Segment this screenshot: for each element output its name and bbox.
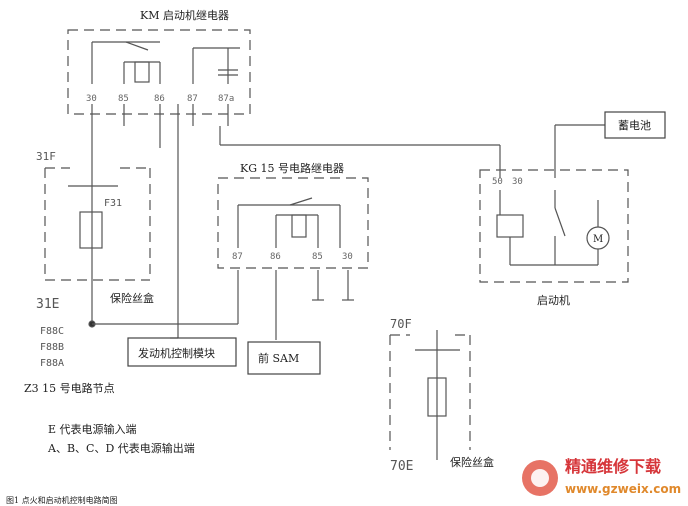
kg-pin: 85 [312,252,323,262]
engine-module-label: 发动机控制模块 [138,346,215,360]
starter-label: 启动机 [537,293,570,307]
right-fuse-box-label: 保险丝盒 [450,455,494,469]
kg-pin: 30 [342,252,353,262]
right-fuse-top-label: 70F [390,317,412,331]
km-relay-label: KM 启动机继电器 [140,8,229,22]
front-sam-box [247,341,321,375]
z3-fragment: F88A [40,358,64,369]
kg-relay-label: KG 15 号电路继电器 [240,162,344,175]
left-fuse-box-label: 保险丝盒 [110,291,154,305]
watermark-url: www.gzweix.com [565,482,681,496]
left-fuse-box [44,167,151,281]
starter-pin: 30 [512,177,523,187]
right-fuse-box [389,334,471,450]
left-fuse-bottom-label: 31E [36,297,59,312]
watermark: 精通维修下载 www.gzweix.com [522,457,681,496]
kg-relay-box [217,177,369,269]
legend-e: E 代表电源输入端 [48,422,137,436]
legend-abcd: A、B、C、D 代表电源输出端 [47,441,195,455]
kg-pin: 87 [232,252,243,262]
battery-label: 蓄电池 [618,119,651,132]
z3-fragment: F88B [40,342,64,353]
legend-z3: Z3 15 号电路节点 [24,382,115,395]
kg-coil [291,214,307,238]
engine-module-box [127,337,237,367]
km-coil [134,61,150,83]
motor-label: M [593,234,603,245]
km-pin: 86 [154,94,165,104]
front-sam-label: 前 SAM [258,351,299,365]
z3-fragment: F88C [40,326,64,337]
km-pin: 87a [218,94,234,104]
starter-box [479,169,629,283]
km-pin: 87 [187,94,198,104]
figure-caption: 图1 点火和启动机控制电路简图 [6,495,118,505]
left-fuse-mid-label: F31 [104,198,122,209]
watermark-name: 精通维修下载 [565,457,661,476]
km-pin: 30 [86,94,97,104]
right-fuse-bottom-label: 70E [390,459,413,474]
km-relay-box [67,29,251,115]
kg-pin: 86 [270,252,281,262]
km-pin: 85 [118,94,129,104]
left-fuse-top-label: 31F [36,150,56,163]
battery-box [604,111,666,139]
starter-pin: 50 [492,177,503,187]
